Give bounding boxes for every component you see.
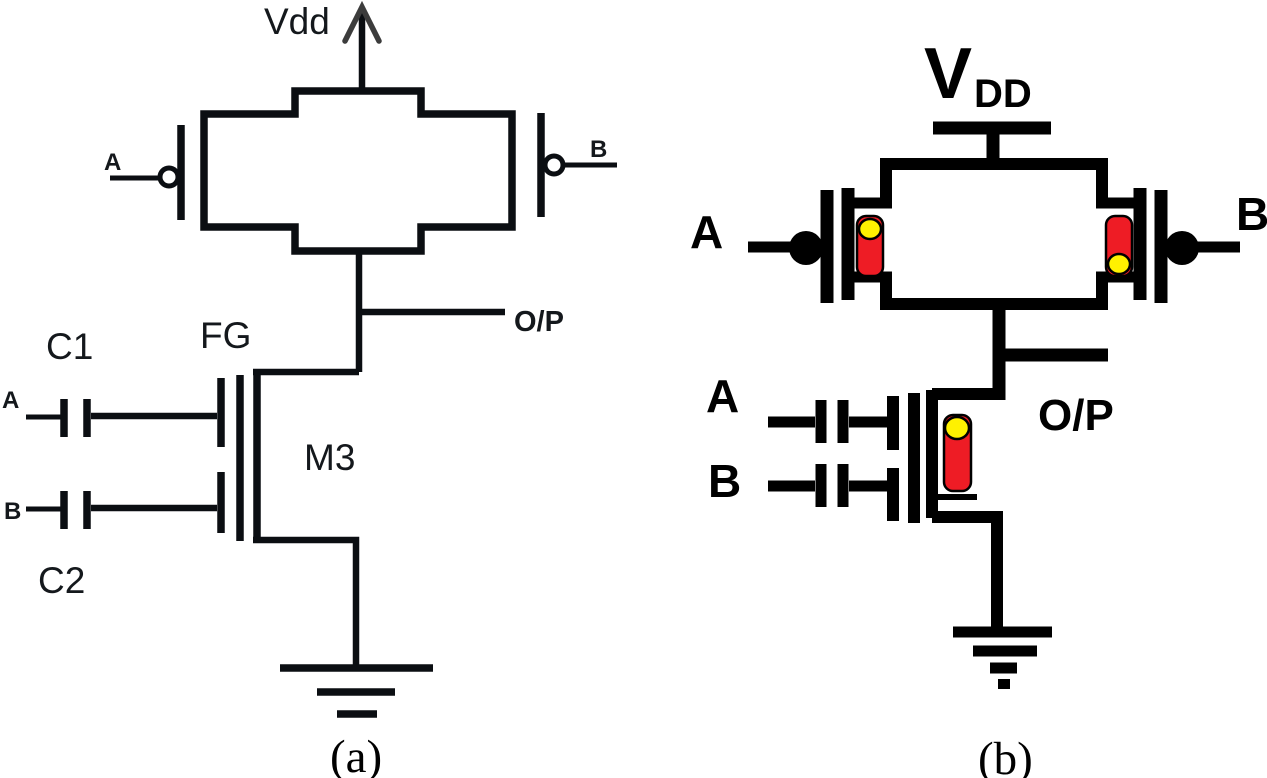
cap-input-a-label: A bbox=[2, 387, 19, 414]
cnt-channel-nmos bbox=[936, 413, 977, 500]
panel-b: V DD A B O/P bbox=[690, 34, 1267, 778]
vdd-b-label-sub: DD bbox=[974, 72, 1032, 116]
m3-label: M3 bbox=[304, 437, 355, 478]
pmos-input-a-label: A bbox=[104, 149, 121, 176]
ground-symbol-b bbox=[953, 626, 1052, 689]
cnt-yellow-cap-left bbox=[857, 217, 883, 241]
cap1-label: C1 bbox=[46, 326, 93, 367]
pmos-input-b-label: B bbox=[590, 136, 607, 163]
output-net-wire bbox=[355, 251, 505, 372]
vdd-arrow-icon bbox=[342, 0, 382, 44]
nmos-source-wire bbox=[932, 511, 1003, 632]
ground-b-dot bbox=[998, 679, 1010, 689]
panel-b-caption: (b) bbox=[978, 733, 1033, 778]
panel-a: Vdd A B O/P FG M3 C1 A C2 B bbox=[2, 0, 617, 778]
cnt-channel-left bbox=[855, 214, 885, 278]
pmos-input-a-label-b: A bbox=[690, 206, 723, 258]
nmos-input-a-label: A bbox=[706, 370, 739, 422]
cnt-yellow-cap-nmos bbox=[943, 415, 971, 441]
output-label-b: O/P bbox=[1038, 391, 1114, 440]
pmos-pair-outline bbox=[200, 87, 516, 255]
pmos-b-gate-blob bbox=[1165, 231, 1199, 265]
pmos-b-inversion-bubble bbox=[542, 153, 566, 177]
cap-input-b-label: B bbox=[4, 498, 21, 525]
vdd-label: Vdd bbox=[264, 1, 330, 42]
cnt-channel-right bbox=[1104, 214, 1134, 278]
cap2-label: C2 bbox=[38, 560, 85, 601]
cnt-yellow-cap-right bbox=[1106, 252, 1132, 276]
nmos-input-b-label: B bbox=[708, 455, 741, 507]
output-net-wire-b bbox=[992, 304, 1108, 400]
ground-symbol-a bbox=[280, 664, 433, 718]
pmos-a-gate-blob bbox=[789, 231, 823, 265]
pmos-input-b-label-b: B bbox=[1236, 188, 1267, 240]
panel-a-caption: (a) bbox=[330, 731, 382, 778]
m3-source-wire bbox=[253, 536, 360, 668]
vdd-b-label-main: V bbox=[924, 34, 972, 114]
pmos-a-inversion-bubble bbox=[157, 165, 181, 189]
floating-gate-label: FG bbox=[200, 315, 251, 356]
output-label: O/P bbox=[514, 306, 564, 338]
